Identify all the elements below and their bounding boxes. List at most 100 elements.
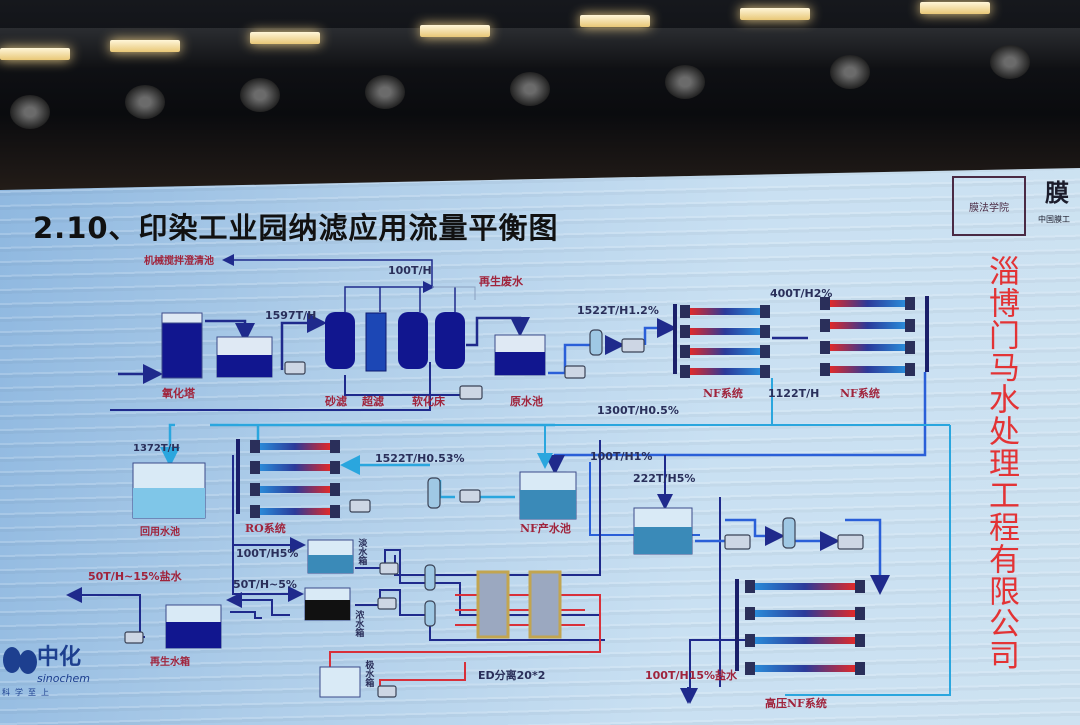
membrane-end-cap [760,365,770,378]
membrane-end-cap [330,461,340,474]
spotlight [990,45,1030,79]
membrane-end-cap [820,341,830,354]
membrane-end-cap [760,325,770,338]
stage-light [740,8,810,20]
label-feed-flow: 1597T/H [265,309,317,322]
nf-system-2-membranes [820,296,929,376]
sand-filter-vessel [325,312,355,369]
stage-ceiling [0,0,1080,190]
membrane-end-cap [330,483,340,496]
membrane-element [690,328,760,335]
pipes-nf [537,318,951,696]
label-nf-to-ed-flow: 100T/H1% [590,450,653,463]
manifold-header [673,304,677,374]
nf-product-tank [519,471,577,520]
cartridge-filter-icons [424,329,796,627]
label-ro-feed-flow: 1522T/H0.53% [375,452,465,465]
hp-nf-system-membranes [735,579,865,675]
pipes-hp-nf [695,518,890,595]
label-regen-tank: 再生水箱 [150,657,190,668]
seal-text: 膜法学院 [969,202,1009,214]
dilute-water-tank [307,539,354,574]
softener-vessel-1 [398,312,428,369]
label-ro-conc-flow: 100T/H5% [236,547,299,560]
membrane-end-cap [250,461,260,474]
sinochem-logo-en: sinochem [37,672,90,685]
membrane-end-cap [905,319,915,332]
label-sand-filter: 砂滤 [325,395,347,408]
label-conc-tank: 浓水箱 [353,610,364,637]
membrane-element [755,610,855,617]
ultrafilter-vessel [365,312,387,372]
label-ed-unit: ED分离20*2 [478,669,546,682]
label-nf-conc-flow: 400T/H2% [770,287,833,300]
membrane-element [690,368,760,375]
label-brine-out: 50T/H~15%盐水 [88,570,182,583]
membrane-element [830,300,905,307]
spotlight [665,65,705,99]
sinochem-slogan: 科学至上 [2,688,54,697]
label-dilute-tank: 淡水箱 [356,538,367,565]
spotlight [10,95,50,129]
membrane-end-cap [760,345,770,358]
seal-logo: 膜法学院 [952,176,1026,236]
stage-light [920,2,990,14]
membrane-end-cap [820,297,830,310]
pump-icons [124,338,864,698]
membrane-end-cap [680,345,690,358]
spotlight [830,55,870,89]
manifold-header [735,579,739,671]
label-softener: 软化床 [412,395,445,408]
membrane-end-cap [855,634,865,647]
brand-partial: 膜 [1045,178,1069,207]
sinochem-logo-cn: 中化 [37,645,82,670]
label-reuse-tank: 回用水池 [140,527,180,538]
membrane-element [260,486,330,493]
membrane-element [755,665,855,672]
spotlight [125,85,165,119]
slide-title: 2.10、印染工业园纳滤应用流量平衡图 [33,211,559,245]
brand-subtitle-partial: 中国膜工 [1038,215,1070,224]
label-ed-conc-flow: 50T/H~5% [233,578,297,591]
membrane-end-cap [855,580,865,593]
regen-water-tank [165,604,222,649]
membrane-end-cap [745,607,755,620]
label-reuse-flow: 1372T/H [133,443,180,454]
spotlight [240,78,280,112]
nf-system-1-membranes [673,304,770,378]
membrane-element [690,308,760,315]
ro-system-membranes [236,439,340,518]
membrane-element [260,508,330,515]
membrane-end-cap [905,297,915,310]
label-nf-permeate-flow: 1300T/H0.5% [597,404,679,417]
oxidation-tower [161,312,203,379]
label-nf-feed-flow: 1522T/H1.2% [577,304,659,317]
reuse-water-tank [132,462,206,519]
label-nf-system-1: NF系统 [703,387,743,400]
membrane-element [690,348,760,355]
pipes-pretreatment [110,254,530,411]
membrane-end-cap [250,505,260,518]
membrane-element [260,443,330,450]
label-nf-system-2: NF系统 [840,387,880,400]
label-raw-water-tank: 原水池 [510,395,543,408]
membrane-element [830,322,905,329]
stage-light [110,40,180,52]
concentrate-tank [304,587,351,621]
electrode-water-tank [319,666,361,698]
label-regen-waste: 再生废水 [479,275,523,288]
membrane-end-cap [250,440,260,453]
softener-vessel-2 [435,312,465,369]
label-hp-nf-feed-flow: 222T/H5% [633,472,696,485]
membrane-element [755,583,855,590]
label-hp-nf-system: 高压NF系统 [765,697,827,710]
watermark: 淄博门马水处理工程有限公司 [983,255,1019,671]
stage-light [250,32,320,44]
membrane-element [260,464,330,471]
membrane-element [830,344,905,351]
manifold-header [236,439,240,514]
membrane-end-cap [820,319,830,332]
membrane-end-cap [745,580,755,593]
label-backwash-flow: 100T/H [388,264,432,277]
